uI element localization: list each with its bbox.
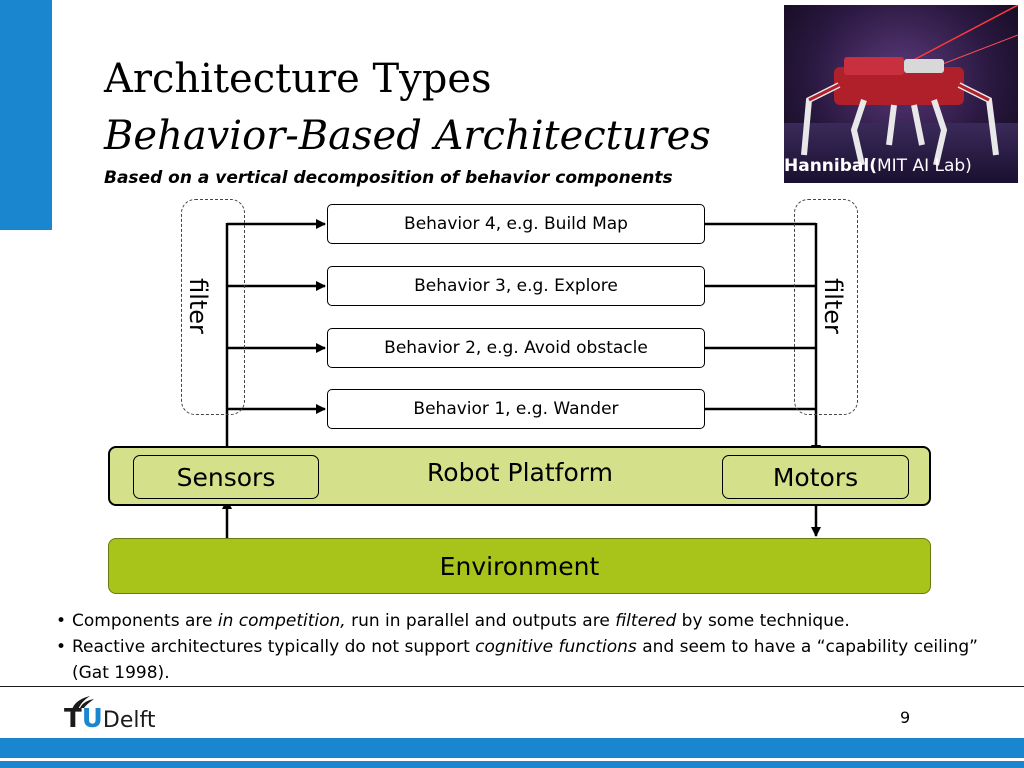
- filter-label-left: filter: [183, 278, 212, 334]
- bullet-dot: •: [56, 637, 67, 657]
- filter-box-left: [181, 199, 245, 415]
- slide-tagline: Based on a vertical decomposition of beh…: [104, 168, 673, 188]
- behavior-2-box: Behavior 2, e.g. Avoid obstacle: [327, 328, 705, 368]
- footer-divider: [0, 686, 1024, 687]
- environment-box: Environment: [108, 538, 931, 594]
- robot-platform-label: Robot Platform: [427, 458, 613, 487]
- bullet-item: • Components are in competition, run in …: [56, 608, 1006, 634]
- bullet-text: Reactive architectures typically do not …: [72, 637, 978, 683]
- logo-t: T: [64, 704, 82, 734]
- filter-label-right: filter: [818, 278, 847, 334]
- logo-delft: Delft: [102, 708, 156, 733]
- motors-box: Motors: [722, 455, 909, 499]
- bottom-accent-stripe: [0, 758, 1024, 761]
- behavior-1-box: Behavior 1, e.g. Wander: [327, 389, 705, 429]
- bullet-dot: •: [56, 611, 67, 631]
- sensors-box: Sensors: [133, 455, 319, 499]
- flame-icon: [72, 696, 94, 710]
- behavior-4-box: Behavior 4, e.g. Build Map: [327, 204, 705, 244]
- bullet-text: Components are in competition, run in pa…: [72, 611, 850, 631]
- filter-box-right: [794, 199, 858, 415]
- logo-u: U: [81, 704, 103, 734]
- bottom-accent-bar: [0, 738, 1024, 768]
- photo-caption: Hannibal(MIT AI Lab): [784, 156, 972, 176]
- slide-subtitle: Behavior-Based Architectures: [104, 113, 711, 159]
- page-number: 9: [900, 708, 911, 727]
- slide-title: Architecture Types: [104, 56, 492, 102]
- bullet-item: • Reactive architectures typically do no…: [56, 634, 1006, 686]
- left-accent-bar: [0, 0, 52, 230]
- behavior-3-box: Behavior 3, e.g. Explore: [327, 266, 705, 306]
- hannibal-robot-photo: [784, 5, 1018, 183]
- bullet-list: • Components are in competition, run in …: [56, 608, 1006, 686]
